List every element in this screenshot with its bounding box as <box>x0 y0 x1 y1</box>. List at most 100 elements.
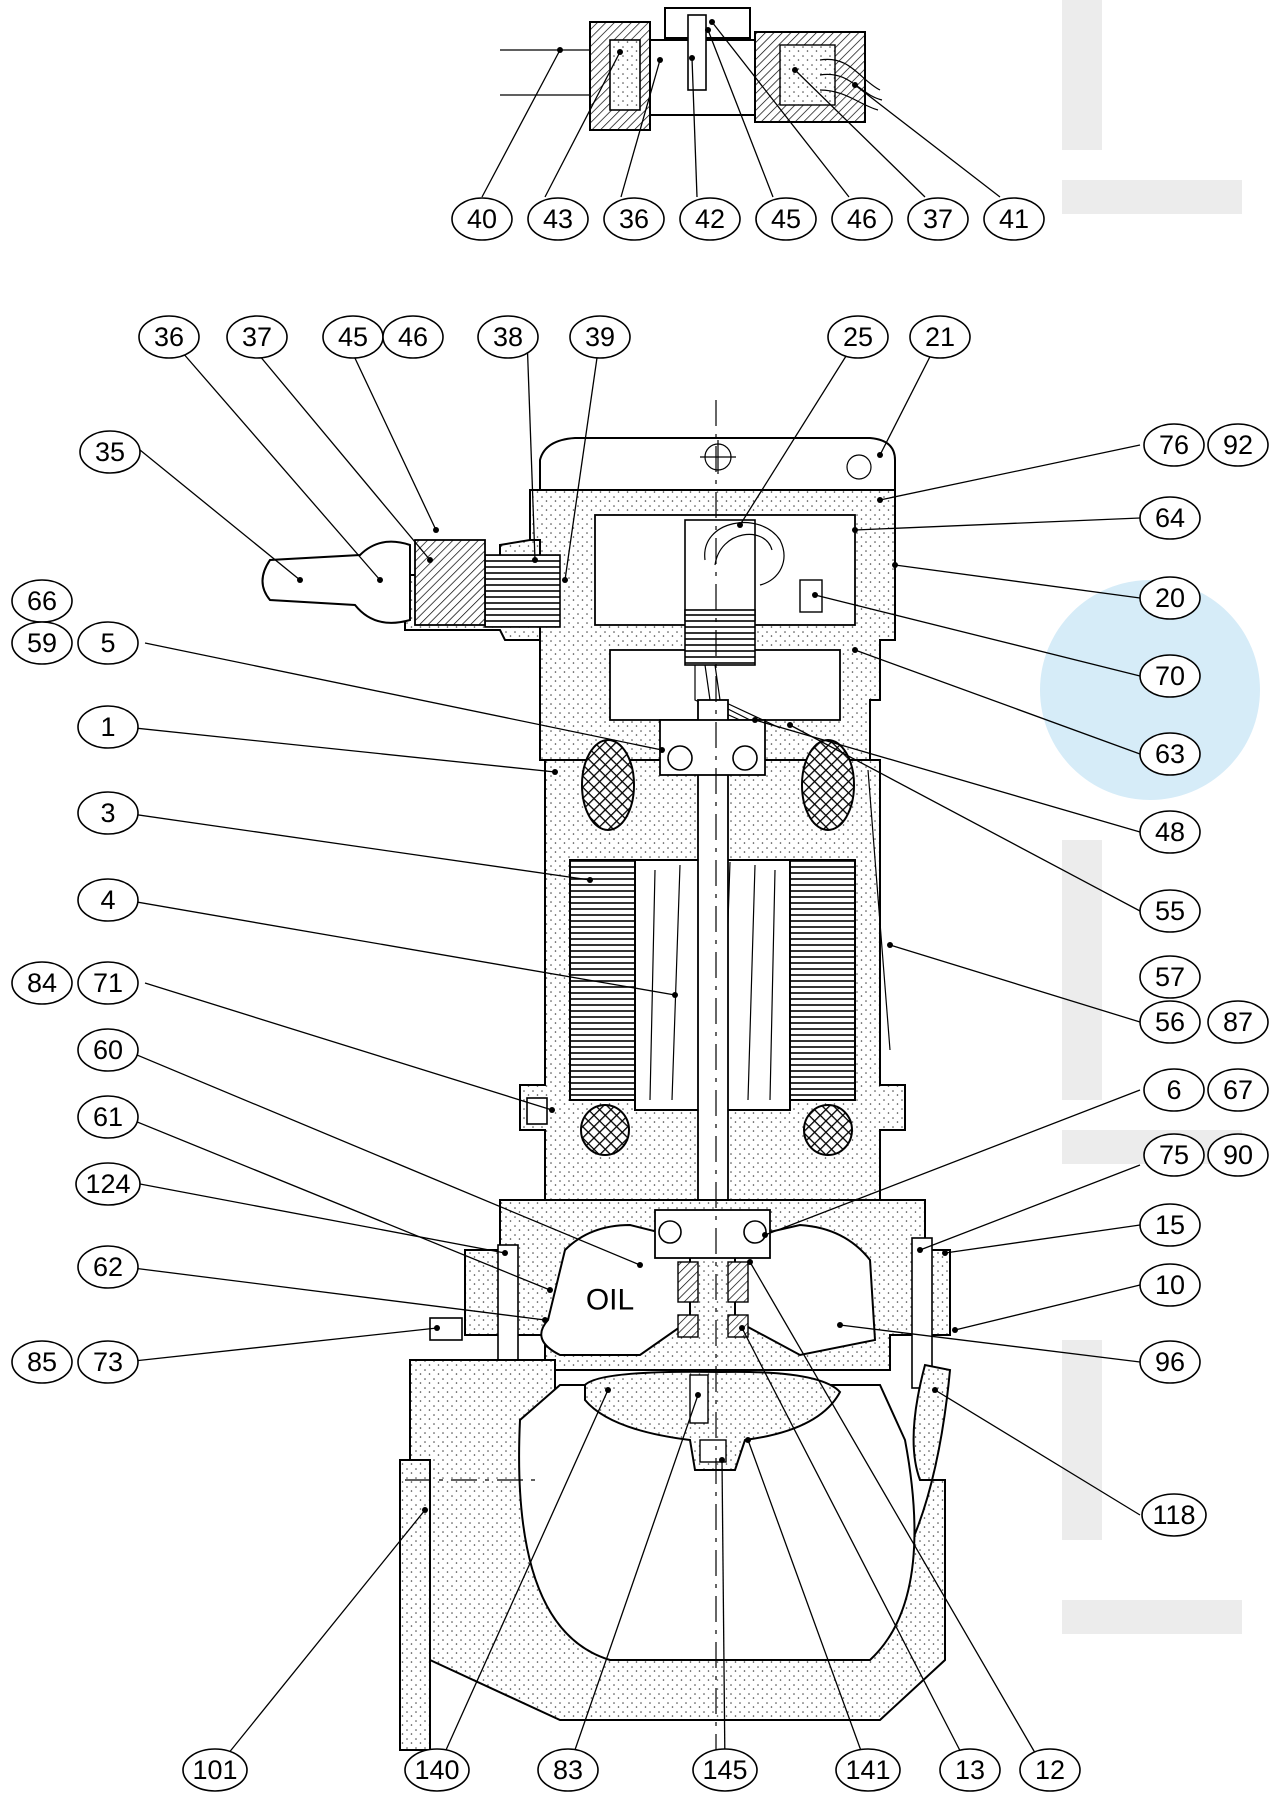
svg-text:36: 36 <box>154 322 184 352</box>
svg-text:70: 70 <box>1155 661 1185 691</box>
cable-gland-detail <box>500 7 883 131</box>
detail-callout-label: 37 <box>923 204 953 234</box>
callout-62: 62 <box>77 1245 139 1289</box>
svg-text:85: 85 <box>27 1347 57 1377</box>
callout-64: 64 <box>1139 496 1201 540</box>
detail-callout-label: 45 <box>771 204 801 234</box>
svg-text:75: 75 <box>1159 1140 1189 1170</box>
detail-callout-label: 46 <box>847 204 877 234</box>
callout-55: 55 <box>1139 889 1201 933</box>
winding-bottom-left <box>580 1104 630 1156</box>
callout-38: 38 <box>477 315 539 359</box>
callout-56: 56 <box>1139 1000 1201 1044</box>
bolt-84 <box>526 1097 548 1125</box>
svg-text:13: 13 <box>955 1755 985 1785</box>
mechanical-seal-lower-left <box>677 1314 699 1338</box>
callout-5: 5 <box>77 621 139 665</box>
callout-67: 67 <box>1207 1068 1269 1112</box>
detail-callout-label: 36 <box>619 204 649 234</box>
impeller-nut <box>699 1439 727 1463</box>
detail-callout-label: 42 <box>695 204 725 234</box>
callout-145: 145 <box>692 1748 758 1792</box>
svg-text:83: 83 <box>553 1755 583 1785</box>
callout-141: 141 <box>835 1748 901 1792</box>
svg-text:62: 62 <box>93 1252 123 1282</box>
svg-text:63: 63 <box>1155 739 1185 769</box>
svg-text:35: 35 <box>95 437 125 467</box>
svg-text:20: 20 <box>1155 583 1185 613</box>
mechanical-seal-lower-right <box>727 1314 749 1338</box>
detail-callout-40: 40 <box>451 197 513 241</box>
detail-leaders <box>481 19 1001 198</box>
gland-seal <box>609 39 641 111</box>
detail-callout-46: 46 <box>831 197 893 241</box>
outlet-flange <box>399 1459 431 1751</box>
watermark-letter-c <box>1062 1340 1102 1540</box>
callout-61: 61 <box>77 1095 139 1139</box>
callout-70: 70 <box>1139 654 1201 698</box>
svg-text:140: 140 <box>414 1755 459 1785</box>
callout-140: 140 <box>404 1748 470 1792</box>
svg-text:55: 55 <box>1155 896 1185 926</box>
pump-body: OIL <box>261 437 952 1751</box>
callout-85: 85 <box>11 1340 73 1384</box>
callout-83: 83 <box>537 1748 599 1792</box>
detail-callout-label: 43 <box>543 204 573 234</box>
svg-text:45: 45 <box>338 322 368 352</box>
callout-12: 12 <box>1019 1748 1081 1792</box>
callout-48: 48 <box>1139 810 1201 854</box>
svg-text:76: 76 <box>1159 430 1189 460</box>
gland-top-block <box>664 7 751 39</box>
detail-callout-45: 45 <box>755 197 817 241</box>
casing-inner <box>518 1384 916 1661</box>
callout-13: 13 <box>939 1748 1001 1792</box>
callout-87: 87 <box>1207 1000 1269 1044</box>
callout-66: 66 <box>11 579 73 623</box>
callout-90: 90 <box>1207 1133 1269 1177</box>
leader-lines <box>124 336 1141 1771</box>
winding-bottom-right <box>803 1104 853 1156</box>
detail-callout-36: 36 <box>603 197 665 241</box>
callout-124: 124 <box>75 1162 141 1206</box>
callout-92: 92 <box>1207 423 1269 467</box>
callout-57: 57 <box>1139 955 1201 999</box>
callout-21: 21 <box>909 315 971 359</box>
oil-label: OIL <box>586 1284 634 1317</box>
svg-text:73: 73 <box>93 1347 123 1377</box>
impeller-key <box>689 1374 709 1424</box>
svg-text:6: 6 <box>1166 1075 1181 1105</box>
svg-text:64: 64 <box>1155 503 1185 533</box>
thermal-sensor <box>799 579 823 613</box>
svg-text:15: 15 <box>1155 1210 1185 1240</box>
svg-text:38: 38 <box>493 322 523 352</box>
detail-callout-label: 41 <box>999 204 1029 234</box>
callout-71: 71 <box>77 961 139 1005</box>
callout-4: 4 <box>77 878 139 922</box>
top-bearing-ball-left <box>667 745 693 771</box>
svg-text:87: 87 <box>1223 1007 1253 1037</box>
svg-text:56: 56 <box>1155 1007 1185 1037</box>
cable-bush-thread <box>684 609 756 666</box>
svg-text:59: 59 <box>27 628 57 658</box>
gland-screw <box>687 14 707 91</box>
callout-1: 1 <box>77 705 139 749</box>
callout-118: 118 <box>1141 1493 1207 1537</box>
callout-75: 75 <box>1143 1133 1205 1177</box>
mechanical-seal-upper-left <box>677 1261 699 1303</box>
svg-text:60: 60 <box>93 1035 123 1065</box>
svg-text:57: 57 <box>1155 962 1185 992</box>
svg-text:67: 67 <box>1223 1075 1253 1105</box>
callout-101: 101 <box>182 1748 248 1792</box>
svg-text:10: 10 <box>1155 1270 1185 1300</box>
callout-25: 25 <box>827 315 889 359</box>
svg-text:61: 61 <box>93 1102 123 1132</box>
callout-15: 15 <box>1139 1203 1201 1247</box>
bottom-bearing-ball-left <box>658 1220 682 1244</box>
svg-text:39: 39 <box>585 322 615 352</box>
svg-text:66: 66 <box>27 586 57 616</box>
callout-59: 59 <box>11 621 73 665</box>
watermark-letter-d <box>1062 0 1102 150</box>
svg-text:96: 96 <box>1155 1347 1185 1377</box>
callout-39: 39 <box>569 315 631 359</box>
